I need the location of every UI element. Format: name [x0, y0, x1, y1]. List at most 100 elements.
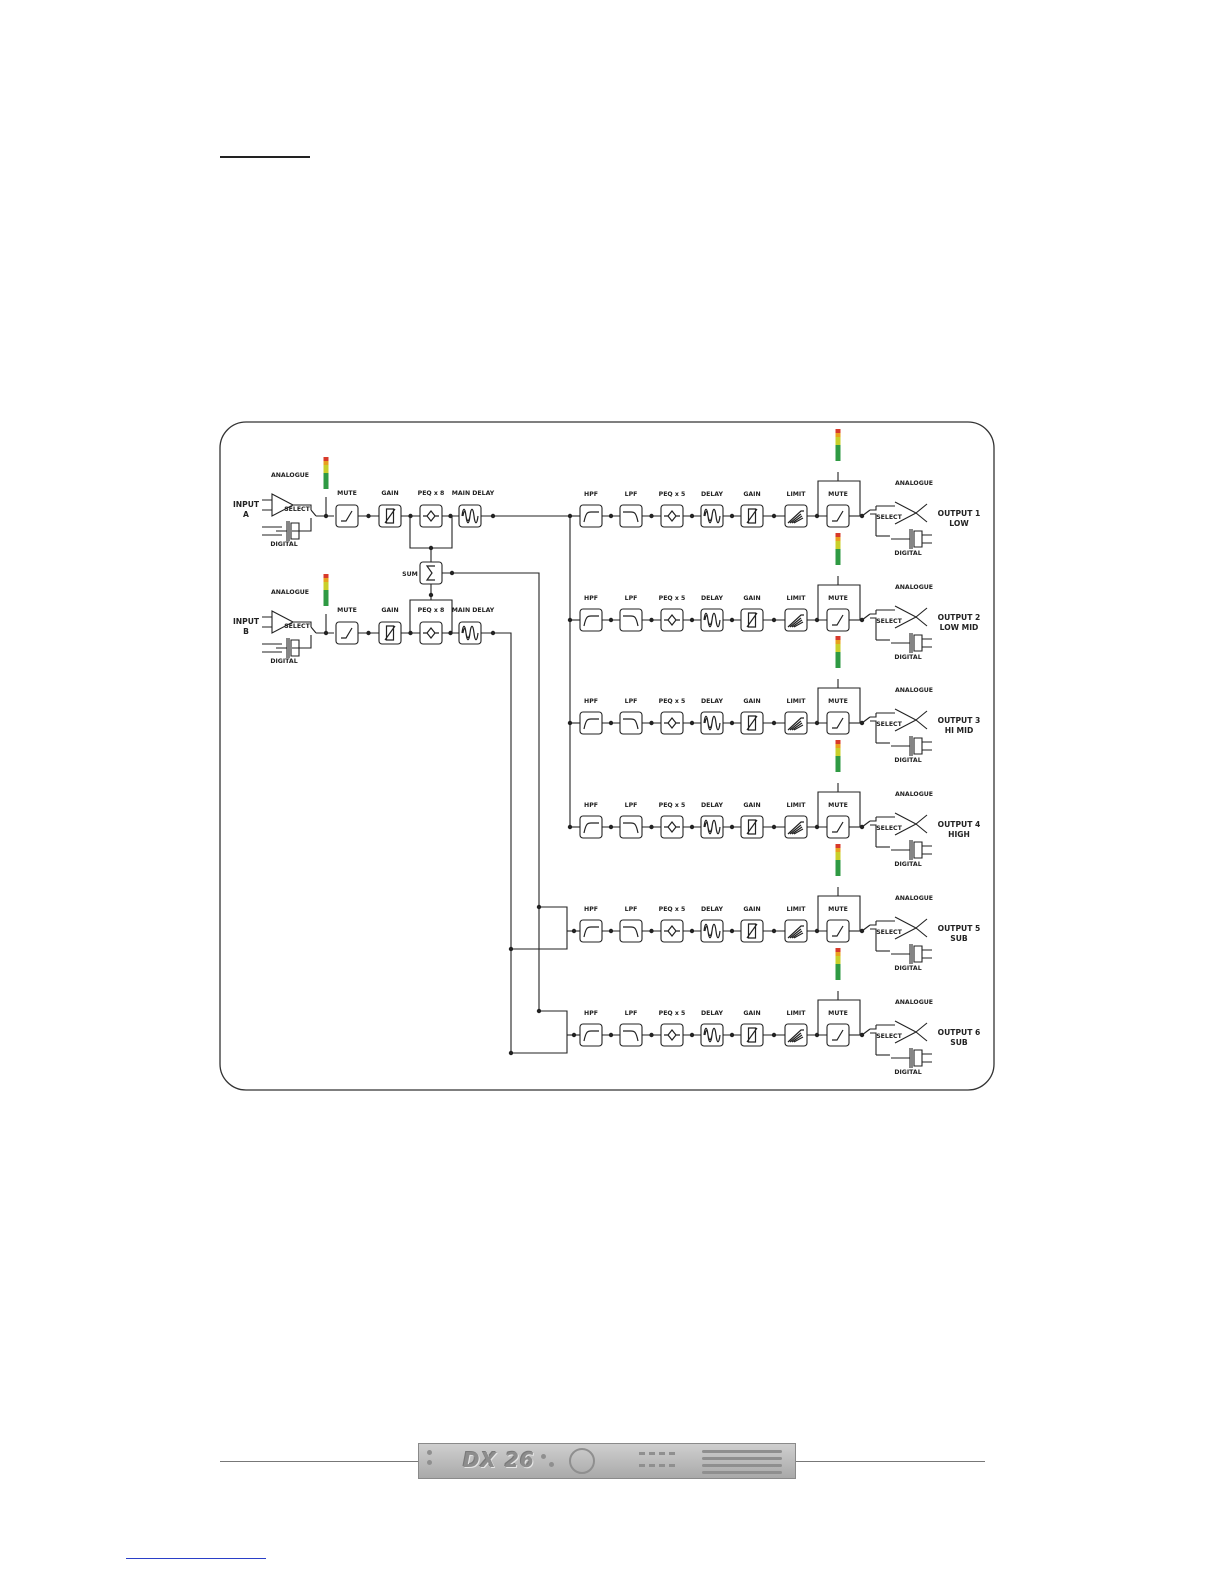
output-destination-symbol: [891, 916, 932, 964]
mute-block: [826, 608, 850, 632]
output-destination-symbol: [891, 812, 932, 860]
junction-dot: [608, 513, 614, 519]
junction-dot: [366, 513, 371, 519]
mute-block: [826, 711, 850, 735]
junction-dot: [814, 720, 820, 726]
peq-block: [660, 815, 684, 839]
junction-dot: [449, 570, 455, 576]
junction-dot: [689, 720, 695, 726]
wire: [870, 817, 877, 822]
peq-label: PEQ x 8: [418, 490, 445, 497]
output-label: OUTPUT 3: [938, 716, 981, 725]
hpf-block: [579, 919, 603, 943]
delay-block: [700, 919, 724, 943]
logo-text: DX 26: [463, 1448, 535, 1472]
peq-label: PEQ x 8: [418, 607, 445, 614]
peq-block: [660, 1023, 684, 1047]
output-level-meter: [835, 948, 841, 980]
peq-label: PEQ x 5: [659, 595, 686, 602]
select-label: SELECT: [876, 1033, 902, 1040]
gain-label: GAIN: [743, 595, 760, 602]
output-label: HI MID: [945, 726, 974, 735]
gain-label: GAIN: [381, 490, 398, 497]
peq-label: PEQ x 5: [659, 802, 686, 809]
junction-dot: [689, 928, 695, 934]
logo-led: [639, 1464, 645, 1467]
mute-label: MUTE: [828, 802, 848, 809]
lpf-label: LPF: [625, 1010, 638, 1017]
digital-label: DIGITAL: [894, 654, 921, 661]
junction-dot: [323, 630, 329, 636]
peq-label: PEQ x 5: [659, 1010, 686, 1017]
junction-dot: [859, 513, 865, 519]
delay-label: DELAY: [701, 698, 724, 705]
limit-block: [784, 711, 808, 735]
wire: [292, 635, 312, 649]
junction-dot: [814, 824, 820, 830]
junction-dot: [608, 1032, 614, 1038]
junction-dot: [859, 928, 865, 934]
limit-block: [784, 815, 808, 839]
junction-dot: [323, 513, 329, 519]
junction-dot: [859, 824, 865, 830]
junction-dot: [771, 928, 777, 934]
logo-dot: [427, 1450, 432, 1455]
wire: [870, 506, 877, 511]
hpf-block: [579, 1023, 603, 1047]
input-source-symbol: [262, 493, 300, 541]
wire: [870, 921, 877, 926]
junction-dot: [608, 824, 614, 830]
lpf-label: LPF: [625, 595, 638, 602]
output-label: OUTPUT 6: [938, 1028, 981, 1037]
mute-block: [826, 919, 850, 943]
junction-dot: [729, 720, 735, 726]
mute-block: [826, 504, 850, 528]
wire: [292, 518, 312, 532]
junction-dot: [567, 824, 573, 830]
junction-dot: [490, 513, 496, 519]
junction-dot: [428, 592, 434, 598]
mute-label: MUTE: [828, 1010, 848, 1017]
junction-dot: [408, 630, 413, 636]
junction-dot: [649, 1032, 654, 1038]
select-label: SELECT: [284, 506, 310, 513]
logo-led: [669, 1452, 675, 1455]
peq-label: PEQ x 5: [659, 491, 686, 498]
junction-dot: [729, 928, 735, 934]
junction-dot: [689, 824, 695, 830]
gain-block: [740, 711, 764, 735]
junction-dot: [428, 545, 434, 551]
junction-dot: [608, 617, 614, 623]
select-label: SELECT: [876, 514, 902, 521]
wire: [870, 1032, 877, 1055]
junction-dot: [689, 1032, 695, 1038]
peq-block: [660, 608, 684, 632]
lpf-block: [619, 711, 643, 735]
heading-underline: [220, 156, 310, 158]
peq-block: [419, 504, 443, 528]
lpf-block: [619, 815, 643, 839]
analogue-label: ANALOGUE: [895, 791, 933, 798]
wire: [293, 621, 312, 627]
logo-knob: [569, 1448, 595, 1474]
hpf-label: HPF: [584, 1010, 598, 1017]
junction-dot: [567, 720, 573, 726]
wire: [293, 504, 312, 510]
output-destination-symbol: [891, 1020, 932, 1068]
peq-block: [660, 919, 684, 943]
wire: [817, 895, 861, 931]
wire: [817, 999, 861, 1035]
wire: [870, 1025, 877, 1030]
input-label: B: [243, 627, 249, 636]
wire: [539, 906, 568, 931]
analogue-label: ANALOGUE: [271, 472, 309, 479]
wire: [870, 610, 877, 615]
select-switch: [310, 509, 317, 517]
gain-label: GAIN: [743, 906, 760, 913]
gain-label: GAIN: [743, 1010, 760, 1017]
digital-label: DIGITAL: [270, 658, 297, 665]
digital-label: DIGITAL: [894, 757, 921, 764]
delay-label: DELAY: [701, 491, 724, 498]
logo-led: [649, 1452, 655, 1455]
peq-block: [419, 621, 443, 645]
